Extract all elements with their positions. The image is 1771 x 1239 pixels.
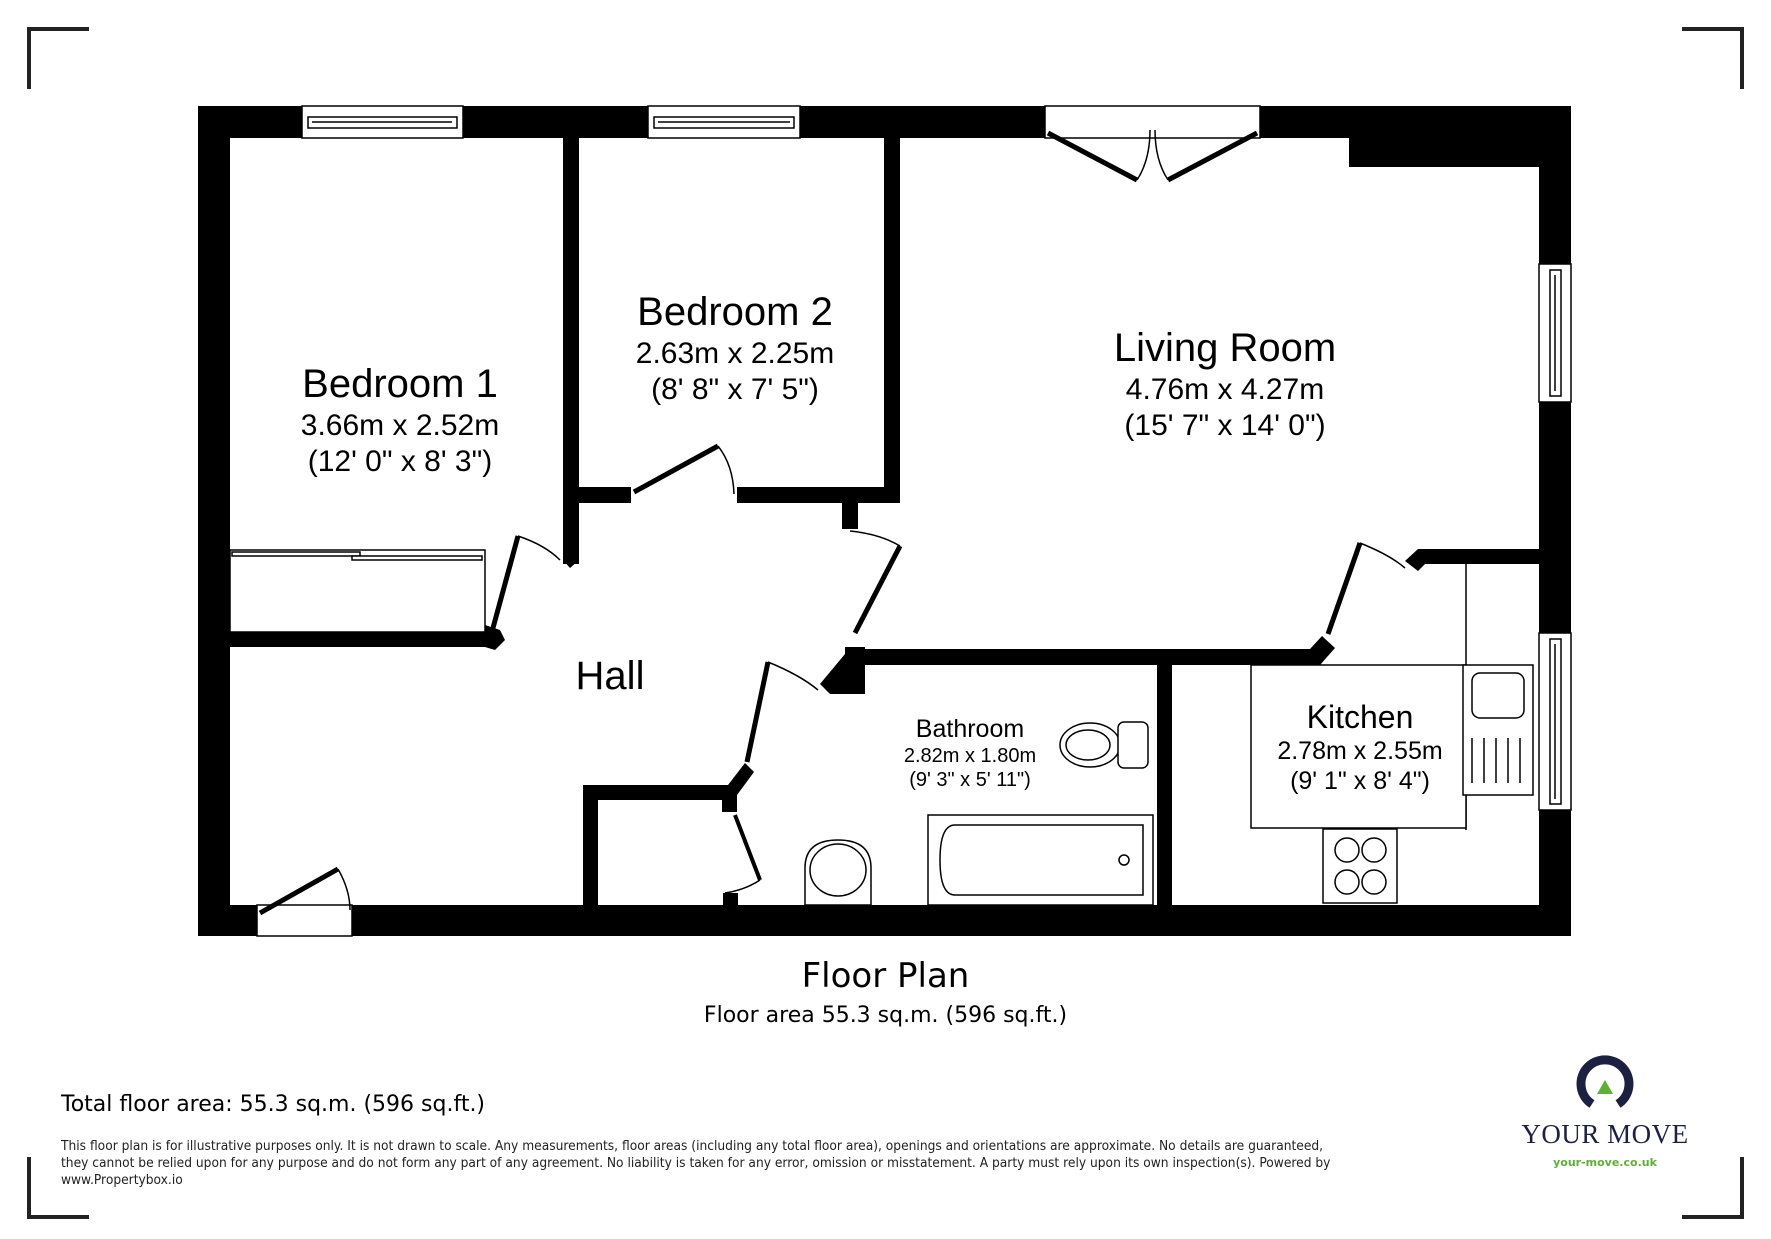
wardrobe	[229, 549, 486, 633]
window-living	[1538, 263, 1572, 403]
room-dimensions-metric: 2.63m x 2.25m	[635, 337, 835, 370]
room-name: Kitchen	[1306, 699, 1414, 735]
hob-icon	[1322, 828, 1398, 904]
wall-left	[198, 106, 230, 936]
room-dimensions-imperial: (8' 8" x 7' 5")	[651, 373, 819, 406]
wall-right	[1539, 106, 1571, 936]
room-dimensions-imperial: (15' 7" x 14' 0")	[1124, 409, 1326, 442]
logo-brand: YOUR MOVE	[1521, 1119, 1689, 1149]
room-name: Bathroom	[915, 715, 1025, 743]
wall-bathroom-kitchen	[1157, 665, 1172, 905]
sink-icon	[1462, 664, 1534, 796]
window-bedroom1	[301, 105, 464, 139]
room-dimensions-imperial: (9' 3" x 5' 11")	[909, 769, 1031, 791]
kitchen-unit	[1250, 664, 1467, 829]
room-name: Bedroom 2	[637, 290, 833, 334]
kitchen-fixtures	[1250, 564, 1534, 904]
room-dimensions-metric: 2.82m x 1.80m	[903, 745, 1037, 767]
room-dimensions-metric: 4.76m x 4.27m	[1125, 373, 1325, 406]
wall-bed2-living	[884, 138, 900, 503]
room-label-bedroom2: Bedroom 2 2.63m x 2.25m (8' 8" x 7' 5")	[585, 288, 885, 408]
crop-mark-bottom-left	[27, 1157, 89, 1219]
room-label-living-room: Living Room 4.76m x 4.27m (15' 7" x 14' …	[1075, 324, 1375, 444]
room-name: Bedroom 1	[302, 362, 498, 406]
room-label-kitchen: Kitchen 2.78m x 2.55m (9' 1" x 8' 4")	[1255, 698, 1465, 796]
windows	[301, 105, 1572, 811]
plan-title: Floor Plan	[801, 956, 970, 996]
logo-mark-icon	[1576, 1055, 1634, 1108]
window-bedroom2	[647, 105, 801, 139]
room-name: Hall	[575, 654, 645, 698]
basin-icon	[804, 839, 872, 906]
bathroom-fixtures	[804, 721, 1154, 906]
plan-subtitle: Floor area 55.3 sq.m. (596 sq.ft.)	[703, 1003, 1068, 1028]
crop-mark-top-left	[27, 27, 89, 89]
window-kitchen	[1538, 632, 1572, 811]
wall-living-kitchen	[1423, 549, 1540, 564]
logo-url: your-move.co.uk	[1553, 1156, 1657, 1169]
room-dimensions-metric: 3.66m x 2.52m	[300, 409, 500, 442]
french-doors-living	[1044, 105, 1261, 183]
room-dimensions-imperial: (12' 0" x 8' 3")	[307, 445, 493, 478]
room-dimensions-imperial: (9' 1" x 8' 4")	[1290, 767, 1430, 796]
room-label-bedroom1: Bedroom 1 3.66m x 2.52m (12' 0" x 8' 3")	[250, 360, 550, 480]
toilet-icon	[1059, 721, 1149, 769]
bath-icon	[927, 814, 1154, 906]
wall-bed1-bed2	[563, 138, 579, 564]
doors	[256, 443, 1406, 937]
room-label-bathroom: Bathroom 2.82m x 1.80m (9' 3" x 5' 11")	[860, 714, 1080, 792]
crop-mark-bottom-right	[1682, 1157, 1744, 1219]
wall-living-bathroom	[865, 649, 1310, 665]
wall-bottom	[198, 905, 1571, 936]
room-label-hall: Hall	[510, 652, 710, 700]
wall-corner-block	[1349, 106, 1571, 167]
crop-mark-top-right	[1682, 27, 1744, 89]
your-move-logo: YOUR MOVE your-move.co.uk	[1505, 1052, 1705, 1169]
disclaimer-text: This floor plan is for illustrative purp…	[61, 1139, 1331, 1188]
room-dimensions-metric: 2.78m x 2.55m	[1277, 737, 1443, 766]
wall-bed1-hall	[230, 632, 492, 647]
total-floor-area: Total floor area: 55.3 sq.m. (596 sq.ft.…	[61, 1092, 486, 1117]
room-name: Living Room	[1113, 326, 1337, 370]
